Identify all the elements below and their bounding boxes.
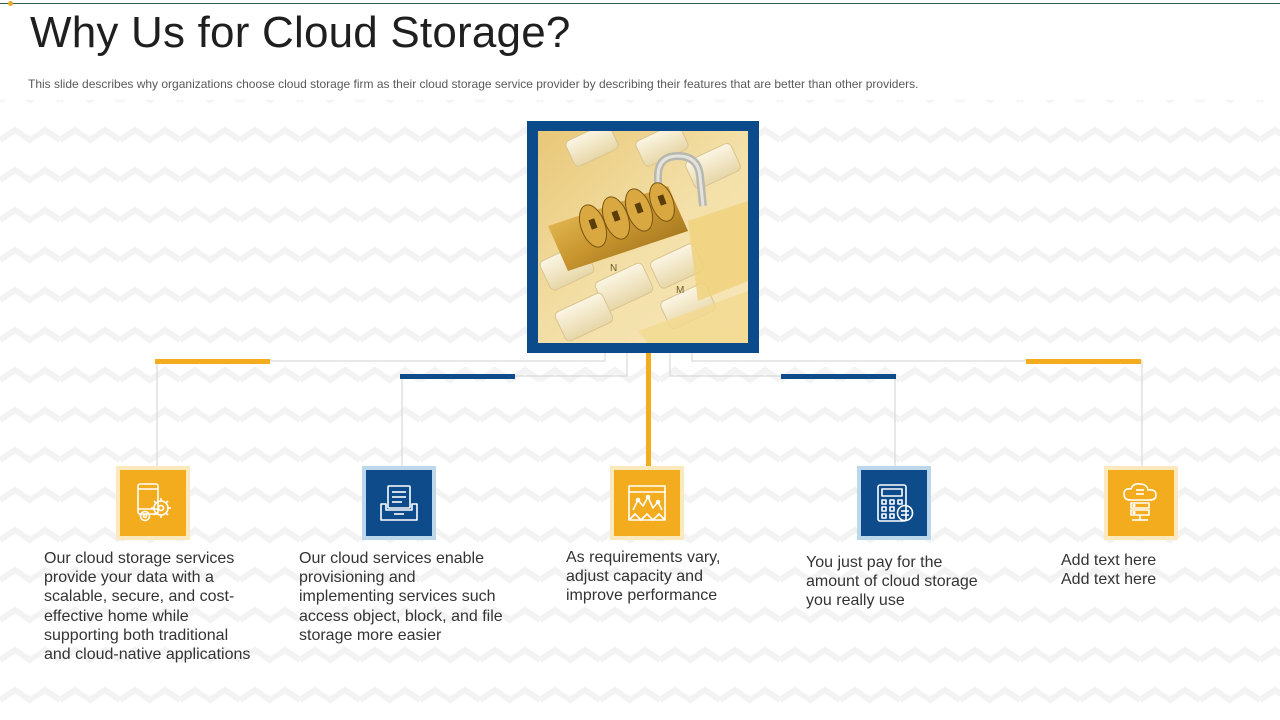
feature-1-icon-box <box>116 466 190 540</box>
accent-bar-2 <box>400 374 515 379</box>
feature-1-text: Our cloud storage services provide your … <box>44 550 251 664</box>
connector-1 <box>156 353 606 468</box>
feature-2-icon-box <box>362 466 436 540</box>
slide-title: Why Us for Cloud Storage? <box>30 8 571 57</box>
cloud-server-icon <box>1123 483 1157 521</box>
feature-3-text: As requirements vary, adjust capacity an… <box>566 549 721 605</box>
feature-4-icon-box <box>857 466 931 540</box>
center-stem <box>646 352 651 468</box>
connector-5 <box>691 353 1143 468</box>
feature-4-text: You just pay for the amount of cloud sto… <box>806 554 978 610</box>
feature-2-text: Our cloud services enable provisioning a… <box>299 550 503 644</box>
padlock-keyboard-photo-icon: N M <box>538 131 748 343</box>
svg-text:N: N <box>610 263 617 274</box>
central-image-frame: N M <box>527 121 759 353</box>
performance-chart-icon <box>628 485 666 521</box>
document-tray-icon <box>380 485 418 521</box>
accent-bar-5 <box>1026 359 1141 364</box>
top-dot <box>8 1 13 6</box>
accent-bar-1 <box>155 359 270 364</box>
settings-screen-icon <box>137 483 171 522</box>
feature-5-text: Add text here Add text here <box>1061 552 1157 589</box>
svg-text:M: M <box>676 285 684 296</box>
accent-bar-4 <box>781 374 896 379</box>
calculator-icon <box>877 484 914 522</box>
feature-5-icon-box <box>1104 466 1178 540</box>
slide-subtitle: This slide describes why organizations c… <box>28 77 919 91</box>
feature-3-icon-box <box>610 466 684 540</box>
top-rule <box>0 3 1280 4</box>
connector-2 <box>401 353 628 468</box>
connector-4 <box>669 353 896 468</box>
